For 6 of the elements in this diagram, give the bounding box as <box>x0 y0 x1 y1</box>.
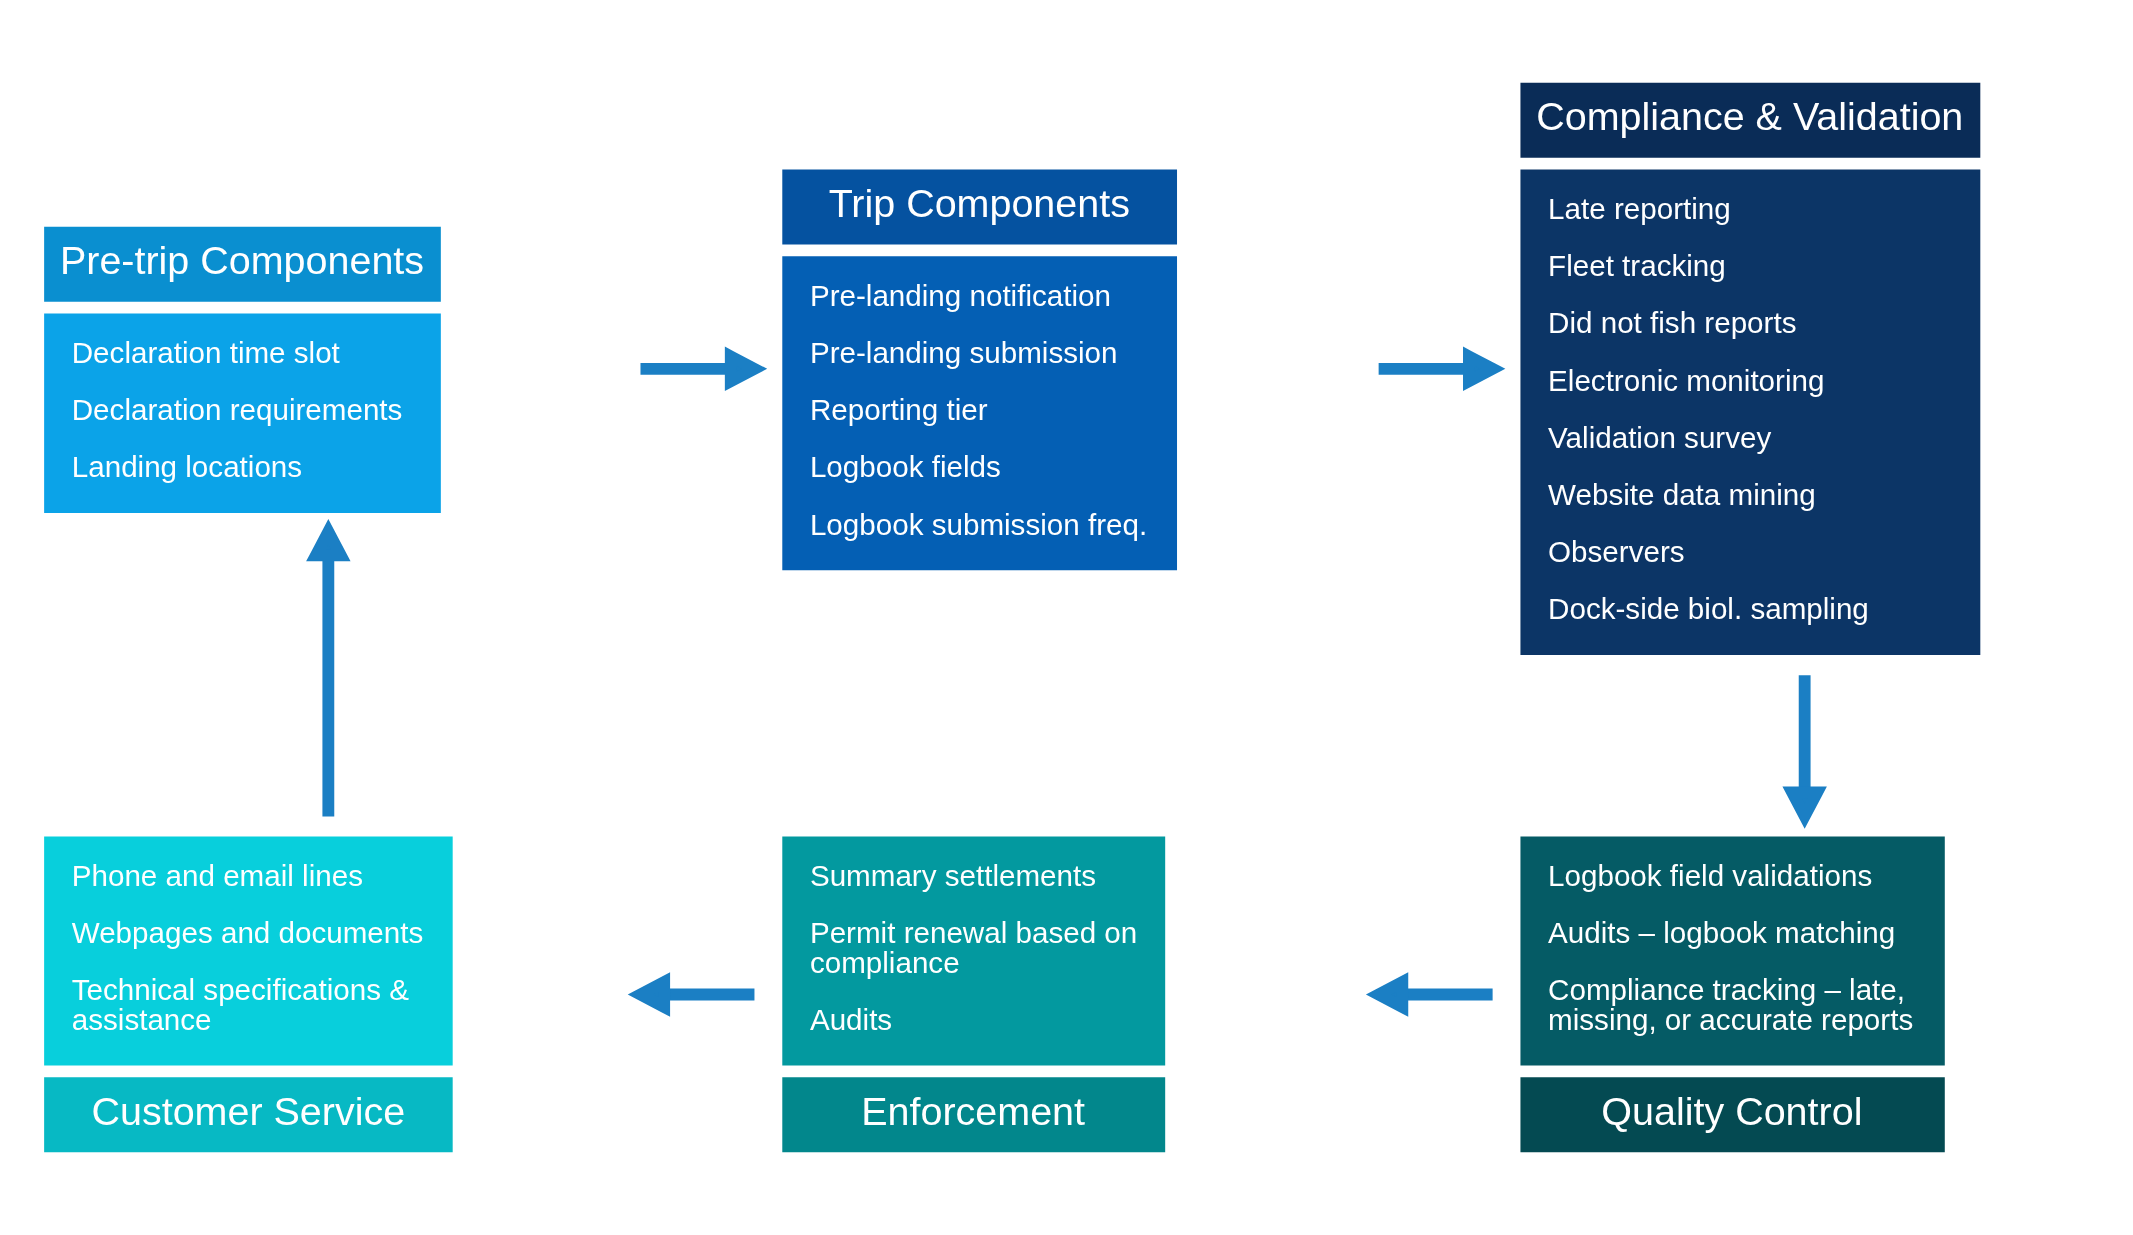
arrow <box>640 346 768 392</box>
arrow <box>306 518 351 817</box>
arrow <box>1378 346 1506 392</box>
arrow <box>1782 675 1827 829</box>
arrow <box>627 972 755 1017</box>
arrow <box>1365 972 1493 1017</box>
